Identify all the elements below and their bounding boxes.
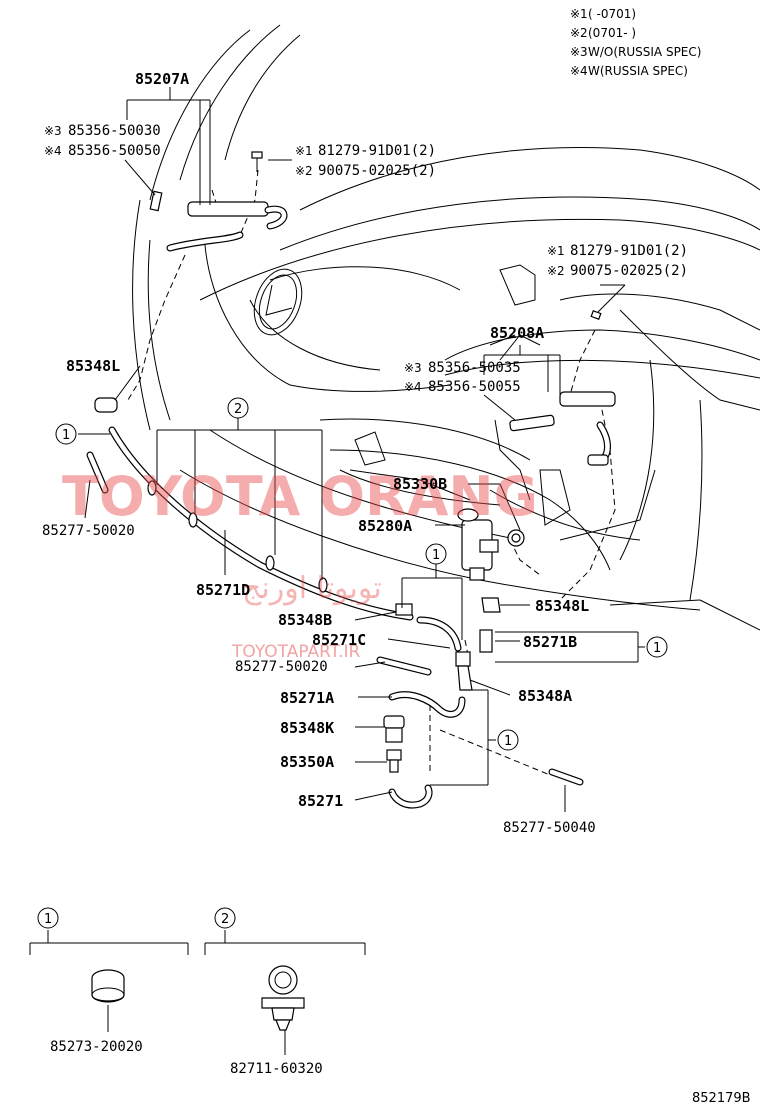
mark-2-a: ※2	[295, 164, 313, 178]
label-85356-50030: 85356-50030	[68, 123, 161, 139]
label-85348L-a: 85348L	[66, 357, 120, 375]
label-85356-50035: 85356-50035	[428, 360, 521, 376]
label-85271C: 85271C	[312, 631, 366, 649]
note-1-text: ( -0701)	[588, 7, 636, 21]
label-90075-02025-a: 90075-02025(2)	[318, 163, 436, 179]
label-85330B: 85330B	[393, 475, 447, 493]
label-85277-50020-a: 85277-50020	[42, 523, 135, 539]
legend-callout-1: 1	[44, 912, 52, 927]
mark-2-b: ※2	[547, 264, 565, 278]
label-85277-50040: 85277-50040	[503, 820, 596, 836]
label-85277-50020-b: 85277-50020	[235, 659, 328, 675]
label-85356-50055: 85356-50055	[428, 379, 521, 395]
label-85271A: 85271A	[280, 689, 334, 707]
part-labels: 85207A ※3 85356-50030 ※4 85356-50050 ※1 …	[42, 70, 688, 1077]
callout-1-lower: 1	[504, 734, 512, 749]
label-85280A: 85280A	[358, 517, 412, 535]
note-2-text: (0701- )	[588, 26, 636, 40]
note-2-mark: ※2	[570, 26, 588, 40]
note-4-mark: ※4	[570, 64, 588, 78]
mark-4-b: ※4	[404, 380, 422, 394]
note-1-mark: ※1	[570, 7, 588, 21]
note-4-text: W(RUSSIA SPEC)	[588, 64, 688, 78]
label-85208A: 85208A	[490, 324, 544, 342]
mark-1-a: ※1	[295, 144, 313, 158]
label-85348B: 85348B	[278, 611, 332, 629]
label-85348A: 85348A	[518, 687, 572, 705]
note-3-text: W/O(RUSSIA SPEC)	[588, 45, 701, 59]
callout-2-top: 2	[234, 402, 242, 417]
watermark-arabic: تويوتا اورنج	[242, 571, 382, 606]
callout-1-left: 1	[62, 428, 70, 443]
label-85350A: 85350A	[280, 753, 334, 771]
mark-3-a: ※3	[44, 124, 62, 138]
note-3-mark: ※3	[570, 45, 588, 59]
mark-4-a: ※4	[44, 144, 62, 158]
label-81279-91D01-a: 81279-91D01(2)	[318, 143, 436, 159]
label-85356-50050: 85356-50050	[68, 143, 161, 159]
label-85271B: 85271B	[523, 633, 577, 651]
notes-block: ※1 ( -0701) ※2 (0701- ) ※3 W/O(RUSSIA SP…	[570, 7, 701, 78]
leader-lines	[29, 87, 701, 1055]
legend-parts	[91, 965, 305, 1031]
label-82711-60320: 82711-60320	[230, 1061, 323, 1077]
label-85348K: 85348K	[280, 719, 334, 737]
callout-1-right: 1	[653, 641, 661, 656]
label-81279-91D01-b: 81279-91D01(2)	[570, 243, 688, 259]
mark-3-b: ※3	[404, 361, 422, 375]
legend-callout-2: 2	[221, 912, 229, 927]
label-90075-02025-b: 90075-02025(2)	[570, 263, 688, 279]
watermark-brand: TOYOTA ORANG	[62, 465, 538, 528]
label-85273-20020: 85273-20020	[50, 1039, 143, 1055]
label-85271: 85271	[298, 792, 343, 810]
hose-assembly	[86, 151, 616, 809]
diagram-reference: 852179B	[692, 1091, 751, 1106]
mark-1-b: ※1	[547, 244, 565, 258]
label-85348L-b: 85348L	[535, 597, 589, 615]
callout-1-mid: 1	[432, 548, 440, 563]
watermark-site: TOYOTAPART.IR	[231, 642, 361, 662]
label-85207A: 85207A	[135, 70, 189, 88]
callouts: 2 1 1 1 1 1 2	[37, 397, 668, 929]
label-85271D: 85271D	[196, 581, 250, 599]
vehicle-outline	[132, 24, 760, 631]
